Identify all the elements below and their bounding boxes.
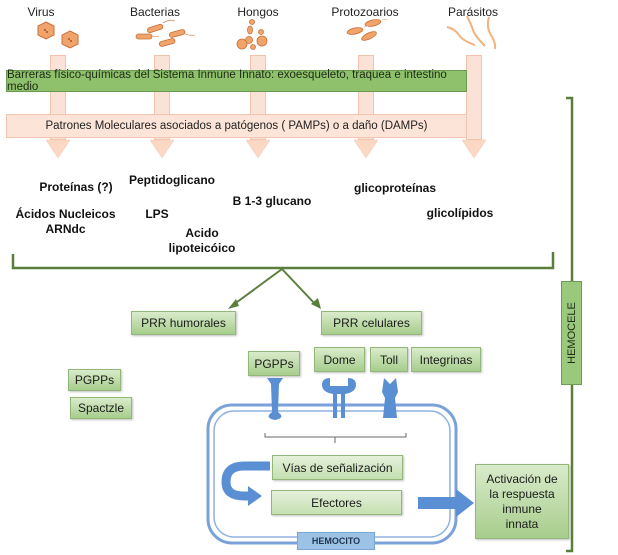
molecule-acido: Acido bbox=[185, 226, 219, 240]
arrow-to-celulares bbox=[281, 268, 317, 306]
pathogen-label-bacterias: Bacterias bbox=[129, 5, 181, 19]
cellular-item-toll: Toll bbox=[370, 347, 408, 372]
receptors bbox=[267, 378, 398, 420]
molecule-glicoproteinas: glicoproteínas bbox=[353, 181, 436, 195]
bacteria-icon bbox=[135, 19, 196, 47]
fungi-arrow-icon bbox=[245, 139, 271, 159]
parasite-icon bbox=[446, 15, 497, 50]
molecule-proteinas: Proteínas (?) bbox=[39, 180, 113, 194]
molecule-acidos-nucleicos: Ácidos Nucleicos bbox=[15, 207, 116, 221]
bacteria-arrow-icon bbox=[149, 139, 175, 159]
hemocele-label: HEMOCELE bbox=[565, 302, 578, 364]
virus-arrow-icon bbox=[45, 139, 71, 159]
prr-humorales-box: PRR humorales bbox=[131, 311, 236, 335]
hemocele-bracket-bottom bbox=[566, 385, 574, 553]
molecule-arndc: ARNdc bbox=[45, 222, 86, 236]
molecule-glicolipidos: glicolípidos bbox=[426, 206, 494, 220]
molecule-lipoteicoico: lipoteicóico bbox=[168, 241, 236, 255]
feedback-arrow-icon bbox=[221, 461, 270, 501]
hemocele-label-box: HEMOCELE bbox=[561, 281, 582, 385]
cellular-item-integrinas: Integrinas bbox=[411, 347, 481, 372]
virus-icon bbox=[37, 21, 79, 49]
arrow-head-humorales-icon bbox=[228, 299, 239, 309]
receptor-bracket bbox=[264, 433, 407, 438]
toll-receptor-icon bbox=[382, 378, 398, 418]
pgpps-receptor-icon bbox=[267, 378, 283, 420]
pathogen-label-hongos: Hongos bbox=[237, 5, 279, 19]
hemocito-label: HEMOCITO bbox=[297, 532, 375, 550]
parasite-pillar bbox=[466, 55, 482, 140]
humoral-item-spactzle: Spactzle bbox=[70, 397, 132, 419]
molecule-peptidoglicano: Peptidoglicano bbox=[128, 173, 215, 187]
humoral-item-pgpps: PGPPs bbox=[68, 369, 121, 391]
protozoa-icon bbox=[346, 18, 388, 41]
activation-line-1: Activación de bbox=[486, 471, 558, 486]
dome-receptor-icon bbox=[322, 378, 356, 418]
protozoa-arrow-icon bbox=[353, 139, 379, 159]
effectors-box: Efectores bbox=[271, 490, 402, 515]
activation-line-2: la respuesta bbox=[489, 486, 555, 501]
pathogen-label-parasitos: Parásitos bbox=[447, 5, 499, 19]
barriers-bar: Barreras físico-químicas del Sistema Inm… bbox=[6, 69, 467, 93]
pathogen-label-virus: Virus bbox=[27, 5, 55, 19]
prr-celulares-box: PRR celulares bbox=[321, 311, 422, 335]
activation-arrow-icon bbox=[418, 497, 458, 509]
arrow-to-humorales bbox=[232, 268, 283, 306]
arrow-head-celulares-icon bbox=[311, 298, 321, 309]
patterns-bar: Patrones Moleculares asociados a patógen… bbox=[6, 114, 467, 138]
molecule-lps: LPS bbox=[145, 207, 169, 221]
activation-line-4: innata bbox=[505, 516, 539, 531]
activation-line-3: inmune bbox=[502, 501, 542, 516]
fungi-icon bbox=[236, 19, 268, 50]
hemocele-bracket-top bbox=[566, 96, 574, 281]
cellular-item-pgpps: PGPPs bbox=[248, 351, 300, 376]
parasite-arrow-icon bbox=[461, 139, 487, 159]
activation-box: Activación de la respuesta inmune innata bbox=[475, 464, 569, 539]
molecule-glucano: B 1-3 glucano bbox=[232, 194, 312, 208]
pamps-bracket bbox=[11, 252, 555, 270]
cellular-item-dome: Dome bbox=[314, 347, 365, 372]
pathogen-label-protozoarios: Protozoarios bbox=[331, 5, 399, 19]
signaling-pathways-box: Vías de señalización bbox=[272, 455, 403, 480]
